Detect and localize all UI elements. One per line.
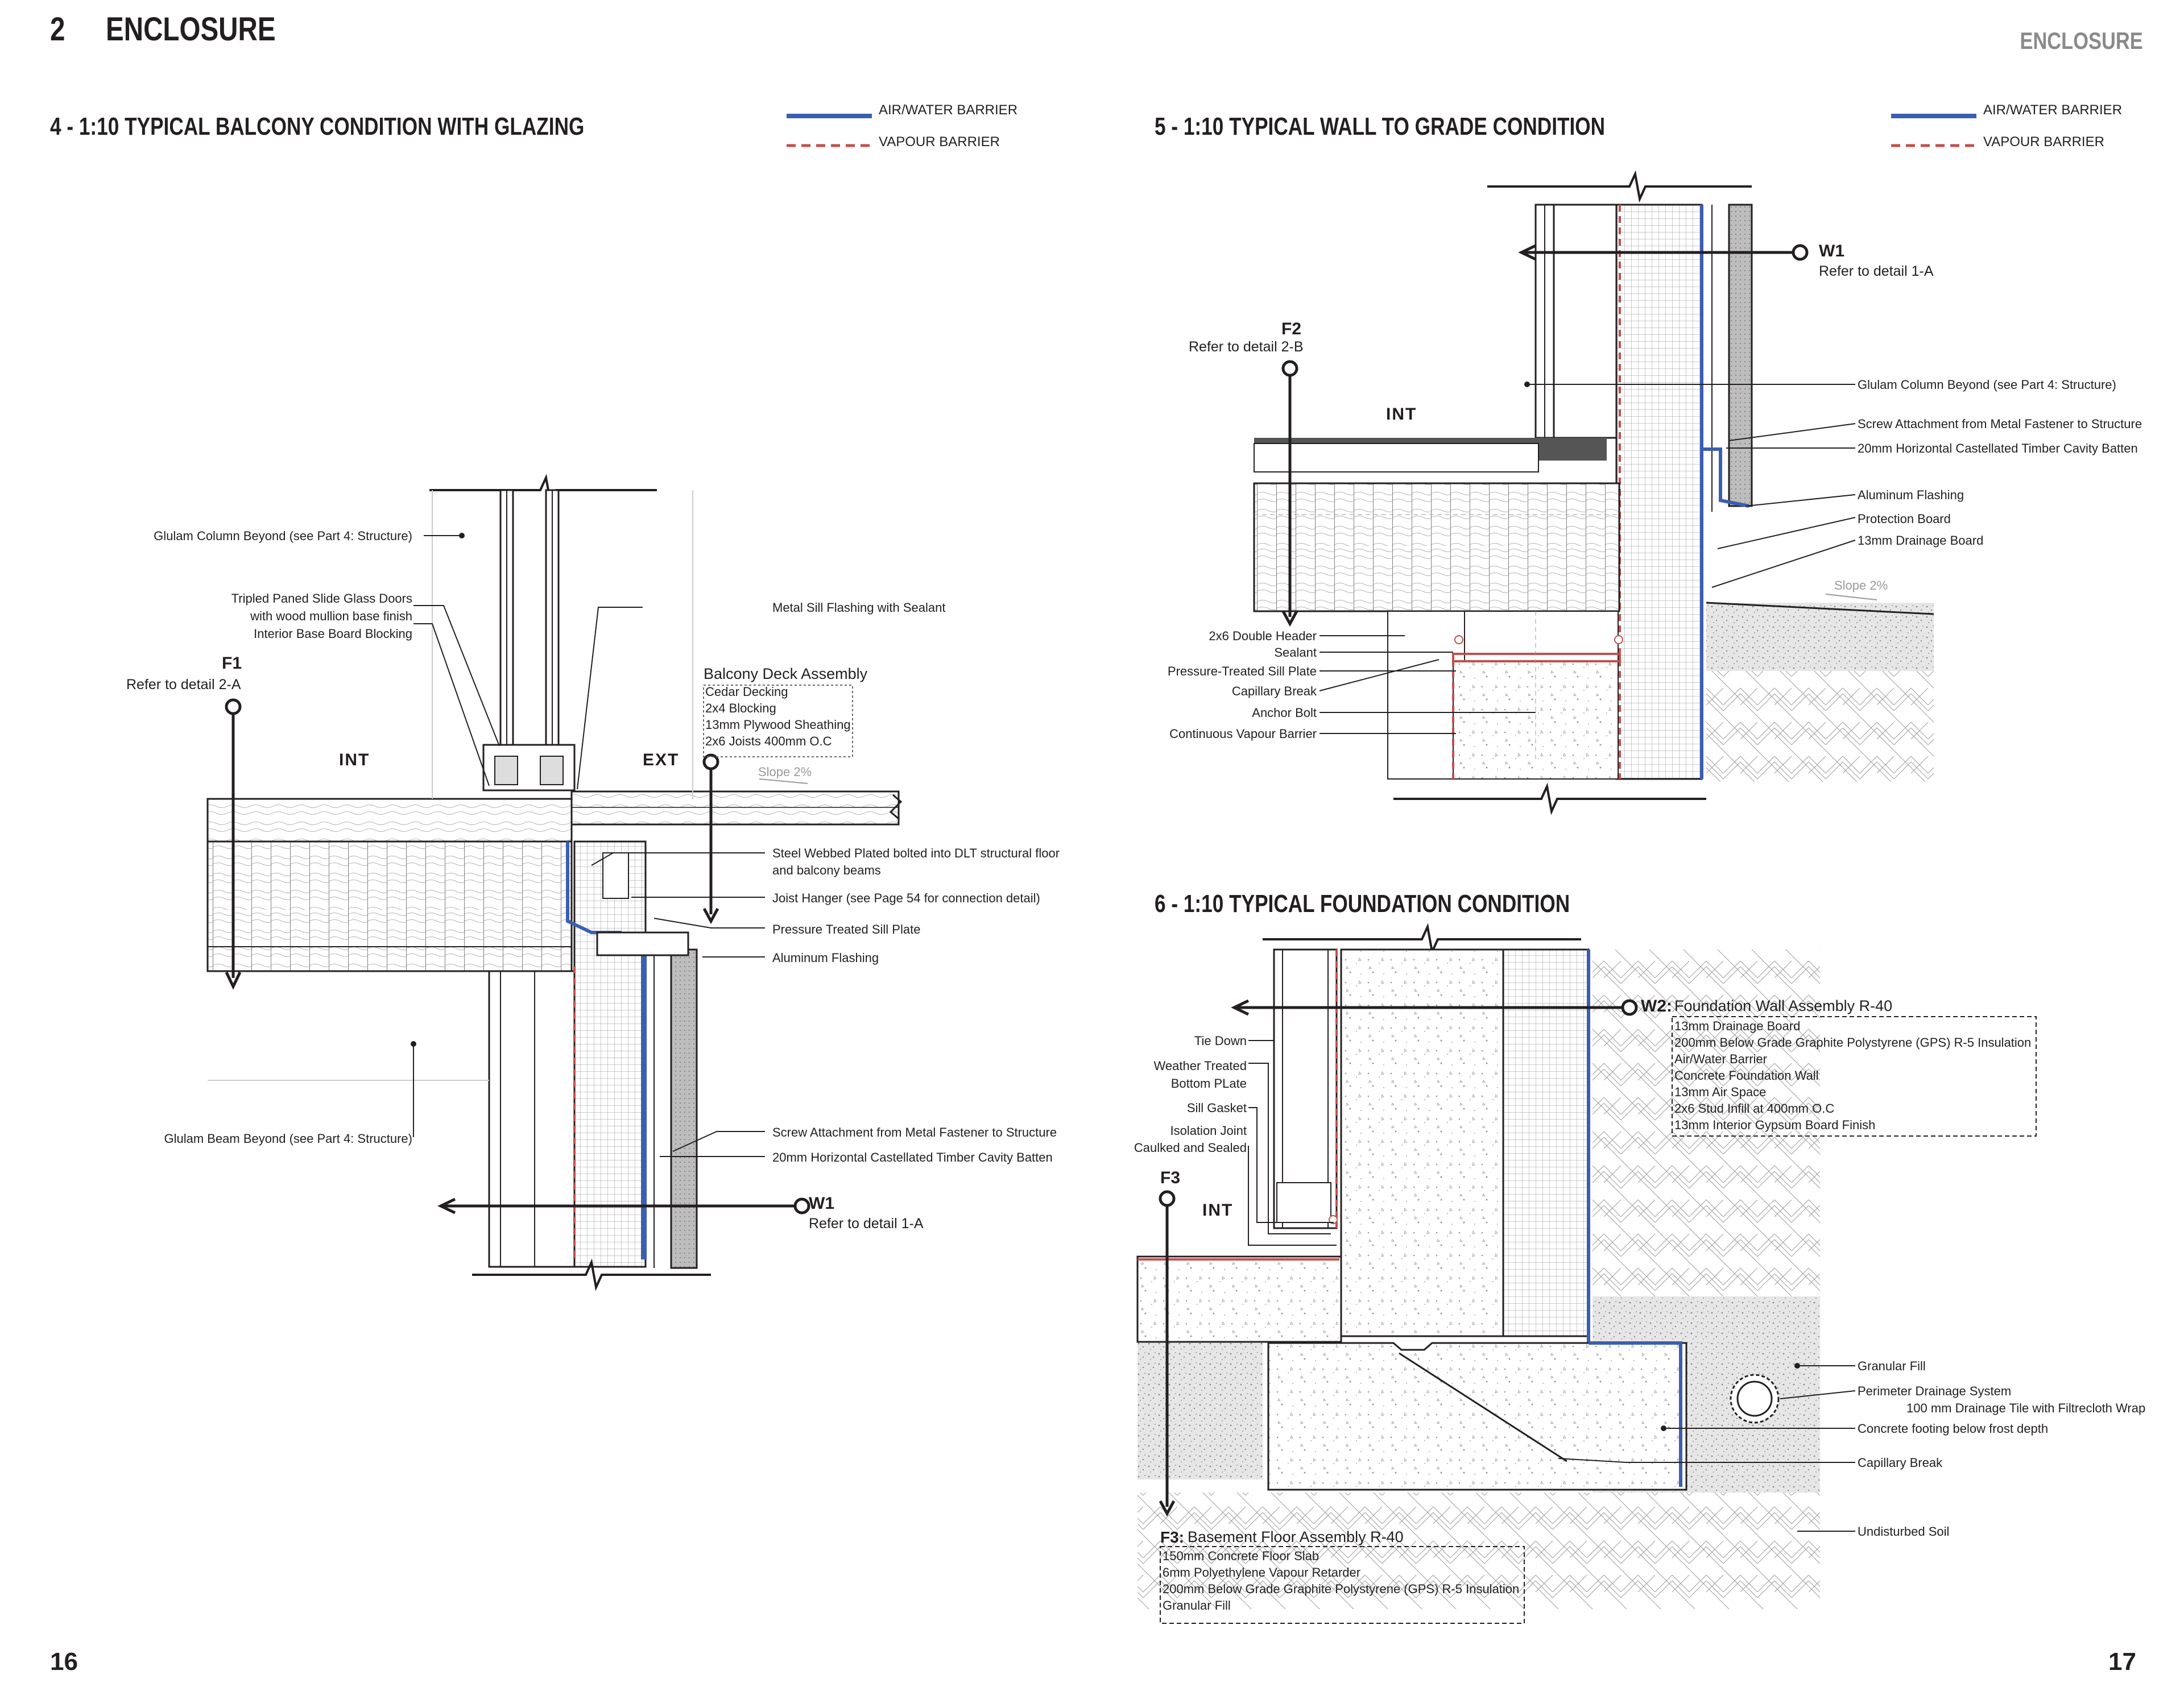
detail-4-title: 4 - 1:10 TYPICAL BALCONY CONDITION WITH … xyxy=(50,113,585,140)
detail-5-title: 5 - 1:10 TYPICAL WALL TO GRADE CONDITION xyxy=(1155,113,1606,140)
f1-ref: Refer to detail 2-A xyxy=(126,677,241,693)
w2-line: 13mm Interior Gypsum Board Finish xyxy=(1674,1118,1876,1132)
label-steel-2: and balcony beams xyxy=(772,863,881,877)
detail-6-title: 6 - 1:10 TYPICAL FOUNDATION CONDITION xyxy=(1155,890,1570,918)
deck-line: 2x4 Blocking xyxy=(705,701,776,715)
label-d6-perim2: 100 mm Drainage Tile with Filtrecloth Wr… xyxy=(1906,1401,2146,1415)
legend-vapour-label: VAPOUR BARRIER xyxy=(879,134,1000,150)
label-d5-protection: Protection Board xyxy=(1858,512,1951,526)
label-d6-iso1: Isolation Joint xyxy=(1170,1124,1247,1138)
chapter-title-right: ENCLOSURE xyxy=(2020,27,2143,54)
w2-line: 200mm Below Grade Graphite Polystyrene (… xyxy=(1674,1035,2032,1050)
label-d5-ptsill: Pressure-Treated Sill Plate xyxy=(1167,664,1317,678)
w1-ref-d4: Refer to detail 1-A xyxy=(809,1216,924,1232)
f2-ref: Refer to detail 2-B xyxy=(1189,339,1304,355)
detail-6-drawing xyxy=(1136,923,2037,1624)
f3-line: Granular Fill xyxy=(1163,1598,1231,1613)
label-d6-perim1: Perimeter Drainage System xyxy=(1858,1384,2012,1398)
w2-tag: W2: xyxy=(1641,997,1672,1015)
detail-4-slope: Slope 2% xyxy=(758,765,812,779)
label-d6-soil: Undisturbed Soil xyxy=(1858,1524,1950,1539)
deck-line: 2x6 Joists 400mm O.C xyxy=(705,734,832,748)
label-d5-alum: Aluminum Flashing xyxy=(1858,488,1964,502)
label-d5-anchor: Anchor Bolt xyxy=(1252,706,1317,720)
label-d5-capillary: Capillary Break xyxy=(1231,684,1317,698)
w1-tag-d5: W1 xyxy=(1819,242,1844,260)
deck-line: Cedar Decking xyxy=(705,685,788,699)
legend-air-water-label: AIR/WATER BARRIER xyxy=(879,102,1018,118)
w2-line: Air/Water Barrier xyxy=(1674,1052,1767,1066)
f3-line: 200mm Below Grade Graphite Polystyrene (… xyxy=(1163,1582,1520,1596)
legend-left xyxy=(787,114,872,147)
page-number-left: 16 xyxy=(50,1648,78,1676)
label-glass-1: Tripled Paned Slide Glass Doors xyxy=(231,591,412,606)
label-d5-drainage: 13mm Drainage Board xyxy=(1858,533,1984,548)
w1-ref-d5: Refer to detail 1-A xyxy=(1819,263,1934,279)
w2-line: 2x6 Stud Infill at 400mm O.C xyxy=(1674,1101,1835,1116)
page-number-right: 17 xyxy=(2108,1648,2136,1676)
f3-line: 150mm Concrete Floor Slab xyxy=(1163,1549,1320,1563)
detail-6-int: INT xyxy=(1202,1201,1234,1220)
label-d5-vapour: Continuous Vapour Barrier xyxy=(1169,727,1317,741)
label-steel-1: Steel Webbed Plated bolted into DLT stru… xyxy=(772,846,1060,860)
f3-lines: 150mm Concrete Floor Slab 6mm Polyethyle… xyxy=(1163,1548,1519,1614)
label-glulam-beam: Glulam Beam Beyond (see Part 4: Structur… xyxy=(164,1131,412,1146)
label-glulam-column: Glulam Column Beyond (see Part 4: Struct… xyxy=(154,529,412,543)
deck-lines: Cedar Decking 2x4 Blocking 13mm Plywood … xyxy=(705,683,851,749)
chapter-title: ENCLOSURE xyxy=(106,11,276,48)
chapter-number: 2 xyxy=(50,11,65,48)
label-d5-screw: Screw Attachment from Metal Fastener to … xyxy=(1858,417,2142,431)
label-d6-tie: Tie Down xyxy=(1194,1034,1247,1048)
detail-5-slope: Slope 2% xyxy=(1834,578,1888,592)
label-pt-sill: Pressure Treated Sill Plate xyxy=(772,922,921,936)
label-d6-wt2: Bottom PLate xyxy=(1170,1076,1247,1091)
label-glass-2: with wood mullion base finish xyxy=(250,609,412,623)
detail-4-int: INT xyxy=(339,751,370,769)
f3-line: 6mm Polyethylene Vapour Retarder xyxy=(1163,1565,1361,1580)
w2-line: 13mm Drainage Board xyxy=(1674,1019,1801,1033)
detail-5-drawing xyxy=(1253,170,1934,815)
label-d6-wt1: Weather Treated xyxy=(1153,1059,1247,1073)
w2-line: 13mm Air Space xyxy=(1674,1085,1767,1099)
label-screw-attachment: Screw Attachment from Metal Fastener to … xyxy=(772,1125,1057,1139)
legend-air-water-label-right: AIR/WATER BARRIER xyxy=(1983,102,2123,118)
label-d6-granular: Granular Fill xyxy=(1858,1359,1926,1373)
w2-title: Foundation Wall Assembly R-40 xyxy=(1674,997,1893,1014)
w2-line: Concrete Foundation Wall xyxy=(1674,1068,1819,1083)
label-joist-hanger: Joist Hanger (see Page 54 for connection… xyxy=(772,891,1040,905)
label-cavity-batten: 20mm Horizontal Castellated Timber Cavit… xyxy=(772,1150,1053,1164)
f2-tag: F2 xyxy=(1281,320,1302,338)
label-d5-batten: 20mm Horizontal Castellated Timber Cavit… xyxy=(1858,441,2138,455)
label-d6-iso2: Caulked and Sealed xyxy=(1134,1141,1247,1155)
label-glass-3: Interior Base Board Blocking xyxy=(254,627,412,641)
label-d6-capillary: Capillary Break xyxy=(1858,1456,1943,1470)
deck-title: Balcony Deck Assembly xyxy=(704,665,868,682)
detail-5-int: INT xyxy=(1386,405,1417,424)
f3-box-tag: F3: xyxy=(1160,1528,1184,1546)
label-d5-sealant: Sealant xyxy=(1274,645,1317,660)
detail-4-drawing xyxy=(206,474,903,1291)
label-aluminum-flashing: Aluminum Flashing xyxy=(772,951,879,965)
w2-lines: 13mm Drainage Board 200mm Below Grade Gr… xyxy=(1674,1018,2031,1133)
deck-line: 13mm Plywood Sheathing xyxy=(705,718,851,732)
label-sill-flashing: Metal Sill Flashing with Sealant xyxy=(772,600,946,615)
legend-right xyxy=(1891,114,1976,147)
f1-tag: F1 xyxy=(222,654,242,673)
w1-tag-d4: W1 xyxy=(809,1194,834,1213)
legend-vapour-label-right: VAPOUR BARRIER xyxy=(1983,134,2104,150)
label-d5-glulam: Glulam Column Beyond (see Part 4: Struct… xyxy=(1858,378,2116,392)
label-d6-gasket: Sill Gasket xyxy=(1186,1101,1247,1115)
label-d6-footing: Concrete footing below frost depth xyxy=(1858,1421,2049,1436)
f3-tag: F3 xyxy=(1160,1168,1181,1187)
label-d5-header: 2x6 Double Header xyxy=(1209,629,1317,643)
f3-title: Basement Floor Assembly R-40 xyxy=(1188,1528,1404,1545)
detail-4-ext: EXT xyxy=(643,751,680,769)
